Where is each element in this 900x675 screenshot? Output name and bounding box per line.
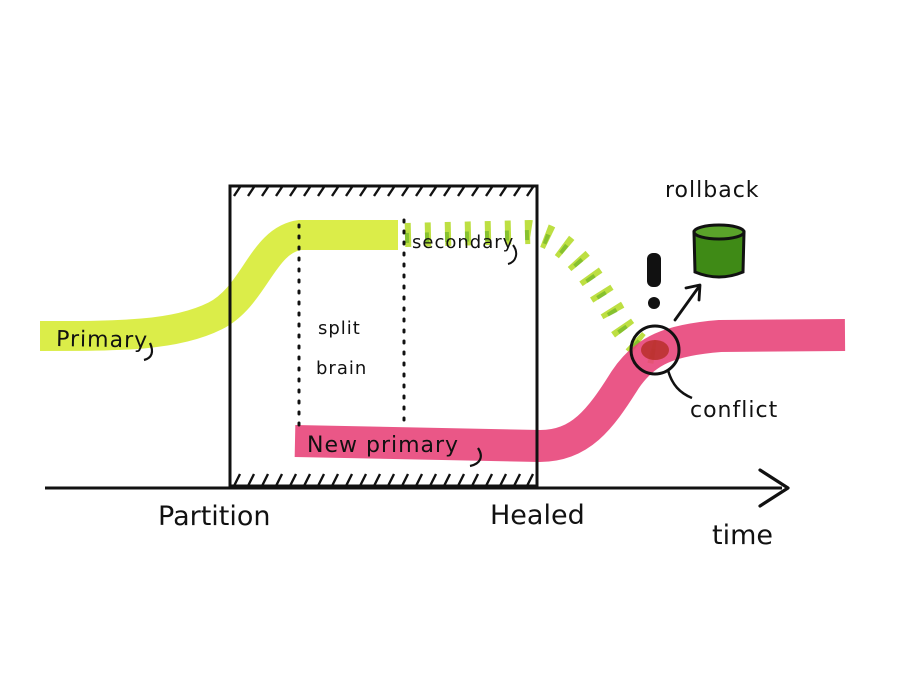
bucket-icon <box>692 223 746 279</box>
primary-label-underline <box>143 342 154 362</box>
new-primary-stroke <box>294 319 846 463</box>
primary-label: Primary <box>56 327 148 354</box>
conflict-label: conflict <box>690 398 778 423</box>
arrow-up-right-head <box>684 283 702 302</box>
healed-label: Healed <box>490 500 585 531</box>
arrow-right-icon <box>758 468 790 508</box>
time-label: time <box>712 520 773 551</box>
hatching-top <box>233 186 534 197</box>
primary-stroke <box>39 220 398 351</box>
secondary-label-tail <box>507 244 518 265</box>
conflict-circle <box>629 324 681 376</box>
hatching-bottom <box>232 473 535 487</box>
arrow-up-right-icon <box>673 286 700 322</box>
new-primary-label-tail <box>469 447 482 468</box>
split-brain-label-line2: brain <box>316 358 367 379</box>
conflict-pointer-line <box>666 369 693 400</box>
exclamation-dot <box>648 297 660 309</box>
partition-box <box>228 184 539 488</box>
rollback-label: rollback <box>665 178 760 203</box>
new-primary-label: New primary <box>307 433 459 458</box>
conflict-overlap <box>641 340 669 360</box>
secondary-label: secondary <box>412 232 514 253</box>
partition-label: Partition <box>158 501 271 532</box>
exclamation-bar <box>647 253 661 287</box>
split-brain-label-line1: split <box>318 318 361 339</box>
